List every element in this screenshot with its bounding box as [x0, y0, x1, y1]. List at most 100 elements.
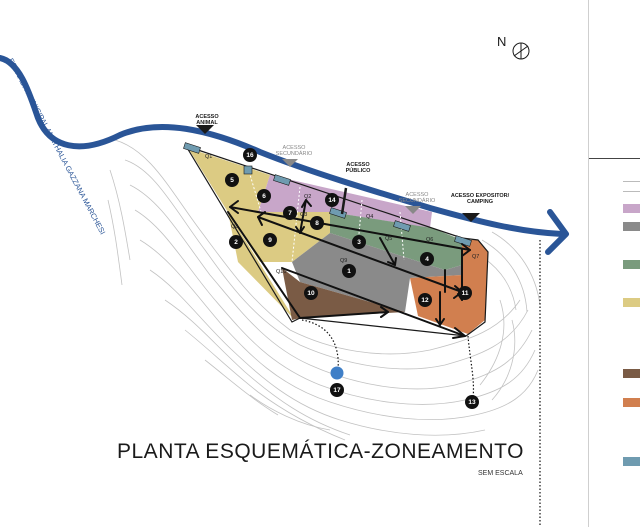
zone-badge-16: 16 [243, 148, 257, 162]
zone-badge-circle [465, 395, 479, 409]
zone-badge-number: 17 [333, 387, 341, 394]
zone-badge-circle [283, 206, 297, 220]
zone-badge-circle [325, 193, 339, 207]
zone-badge-number: 8 [315, 220, 319, 227]
legend-swatch-teal [623, 457, 640, 466]
access-labels-secondary: ACESSO SECUNDÁRIO ACESSO SECUNDÁRIO [276, 145, 436, 204]
north-label: N [497, 34, 506, 49]
label-acesso-animal-1: ACESSO [195, 114, 219, 120]
zone-badge-13: 13 [465, 395, 479, 409]
zone-badge-circle [458, 286, 472, 300]
access-labels: ACESSO ANIMAL ACESSO PÚBLICO ACESSO EXPO… [195, 114, 509, 205]
zone-badge-circle [263, 233, 277, 247]
zone-badge-circle [310, 216, 324, 230]
zone-badge-number: 12 [421, 297, 429, 304]
zone-badge-number: 2 [234, 239, 238, 246]
zone-badge-3: 3 [352, 235, 366, 249]
access-triangles [196, 125, 480, 222]
q-label-q2: Q2 [304, 194, 311, 200]
zone-badge-circle [229, 235, 243, 249]
q-label-q3: Q3 [300, 212, 307, 218]
zone-badge-8: 8 [310, 216, 324, 230]
label-acesso-sec1-1: ACESSO [283, 145, 307, 151]
zone-badge-circle [243, 148, 257, 162]
q-label-q4: Q4 [366, 214, 373, 220]
legend-swatch-yellow [623, 298, 640, 307]
north-arrow: N [497, 34, 530, 60]
zone-yellow-left [188, 148, 295, 320]
q-label-q7: Q7 [472, 254, 479, 260]
zone-badge-number: 14 [328, 197, 336, 204]
legend-swatch-orange [623, 398, 640, 407]
legend-line-2 [623, 191, 640, 192]
zone-badge-12: 12 [418, 293, 432, 307]
access-gates [183, 142, 472, 247]
zone-badge-number: 6 [262, 193, 266, 200]
pond-17 [330, 366, 344, 380]
north-arrow-needle [513, 43, 529, 59]
zone-badge-1: 1 [342, 264, 356, 278]
zone-badge-number: 11 [462, 290, 469, 297]
zone-badge-5: 5 [225, 173, 239, 187]
zone-badge-circle [257, 189, 271, 203]
zone-badge-14: 14 [325, 193, 339, 207]
legend-swatch-brown [623, 369, 640, 378]
zone-badge-11: 11 [458, 286, 472, 300]
zone-badge-number: 3 [357, 239, 361, 246]
zone-gray [292, 233, 462, 312]
zone-badge-number: 5 [230, 177, 234, 184]
zone-badge-circle [342, 264, 356, 278]
flow-arrows [227, 199, 471, 339]
label-acesso-publico-1: ACESSO [346, 162, 370, 168]
zone-badge-circle [352, 235, 366, 249]
label-acesso-expositor-2: CAMPING [467, 199, 493, 205]
zone-badge-circle [418, 293, 432, 307]
zone-badge-number: 9 [268, 237, 272, 244]
zone-badge-4: 4 [420, 252, 434, 266]
label-acesso-expositor-1: ACESSO EXPOSITOR/ [451, 193, 510, 199]
zone-badge-circle [330, 383, 344, 397]
label-acesso-sec1-2: SECUNDÁRIO [276, 150, 313, 157]
q-label-q6: Q6 [426, 237, 433, 243]
zone-badge-circle [225, 173, 239, 187]
zone-badge-number: 16 [246, 152, 254, 159]
label-acesso-publico-2: PÚBLICO [346, 167, 371, 174]
q-label-q8: Q8 [231, 224, 238, 230]
plan-title: PLANTA ESQUEMÁTICA-ZONEAMENTO [117, 440, 524, 463]
contour-lines [107, 139, 541, 441]
zone-badge-number: 7 [288, 210, 292, 217]
zone-badge-6: 6 [257, 189, 271, 203]
zone-badge-7: 7 [283, 206, 297, 220]
road-arrowhead [545, 209, 569, 255]
legend-line-1 [623, 181, 640, 182]
q-label-q1: Q1 [205, 154, 212, 160]
public-access-marker [340, 187, 348, 215]
legend-separator [589, 158, 640, 159]
zone-brown [282, 268, 405, 320]
legend-swatch-green [623, 260, 640, 269]
legend-swatch-gray [623, 222, 640, 231]
zone-badge-17: 17 [330, 383, 344, 397]
legend-panel [588, 0, 640, 527]
zone-badge-10: 10 [304, 286, 318, 300]
q-label-q5: Q5 [385, 236, 392, 242]
zone-badge-2: 2 [229, 235, 243, 249]
label-acesso-animal-2: ANIMAL [196, 120, 218, 126]
q-label-q9: Q9 [340, 258, 347, 264]
plan-subtitle: SEM ESCALA [478, 470, 523, 477]
label-acesso-sec2-1: ACESSO [406, 192, 430, 198]
zone-badge-circle [420, 252, 434, 266]
legend-swatch-purple [623, 204, 640, 213]
zone-badge-number: 10 [307, 290, 315, 297]
zone-badge-9: 9 [263, 233, 277, 247]
zone-badge-circle [304, 286, 318, 300]
zone-badge-number: 4 [425, 256, 429, 263]
zone-badge-number: 13 [468, 399, 476, 406]
road-path [0, 55, 565, 237]
label-acesso-sec2-2: SECUNDÁRIO [399, 197, 436, 204]
q-label-q10: Q10 [276, 269, 286, 275]
site-outline [184, 144, 489, 337]
